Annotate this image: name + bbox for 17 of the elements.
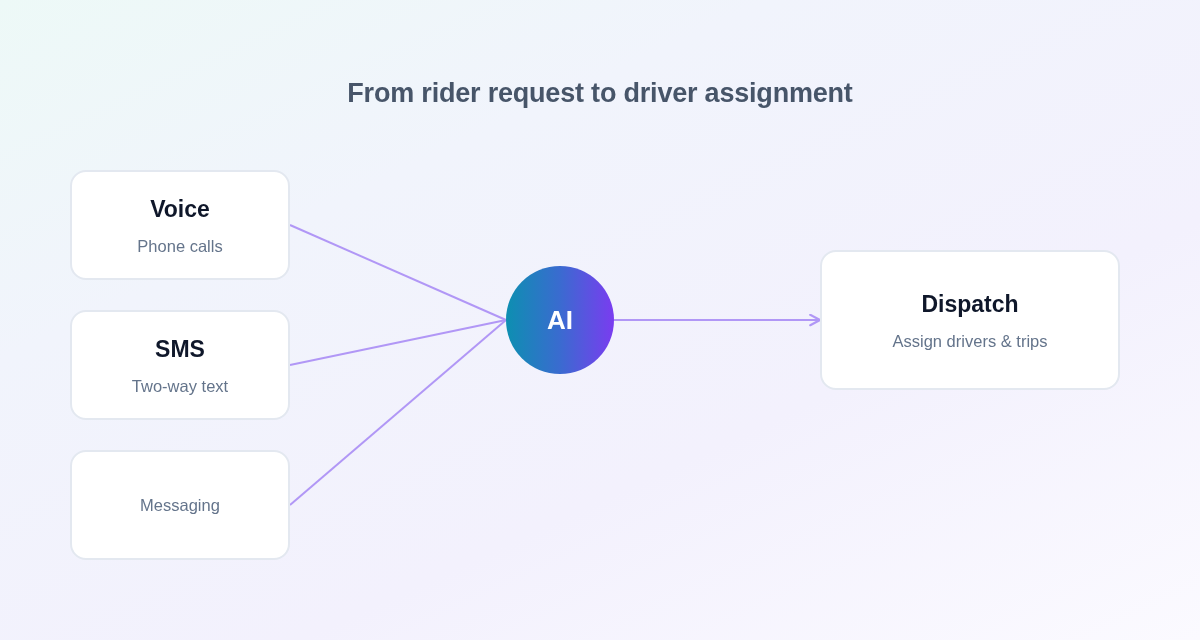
diagram-title: From rider request to driver assignment	[347, 77, 853, 109]
card-title: Dispatch	[921, 289, 1019, 318]
connector-line	[289, 319, 507, 366]
card-subtitle: Messaging	[140, 495, 220, 515]
connector-line	[289, 224, 507, 321]
card-title: Voice	[150, 194, 210, 223]
card-subtitle: Phone calls	[137, 235, 223, 256]
connector-line	[289, 319, 507, 506]
input-card	[70, 310, 290, 420]
input-card	[70, 170, 290, 280]
card-subtitle: Two-way text	[131, 375, 229, 396]
dispatch-card	[820, 250, 1120, 390]
card-title: SMS	[155, 334, 205, 363]
circle-label: AI	[547, 305, 573, 335]
input-card	[70, 450, 290, 560]
arrow	[613, 313, 822, 327]
card-subtitle: Assign drivers & trips	[892, 330, 1048, 351]
